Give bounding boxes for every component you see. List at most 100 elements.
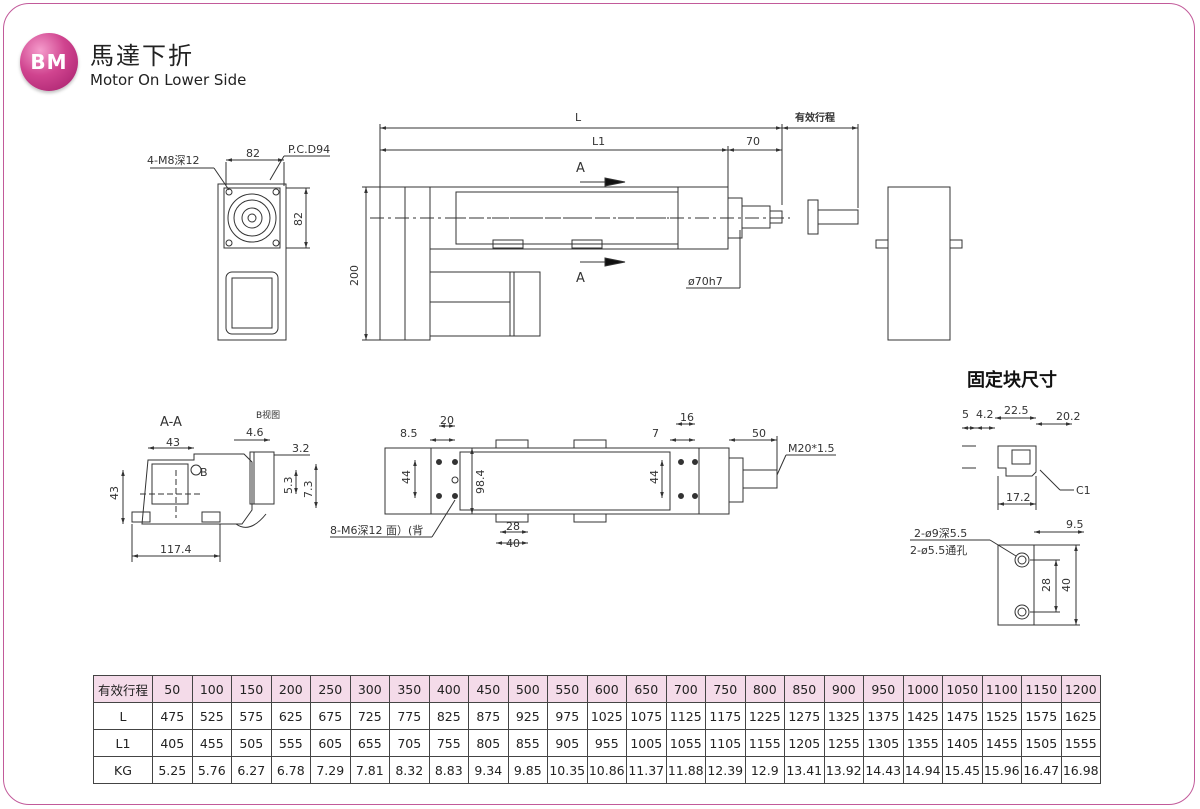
dim-7-3: 7.3 xyxy=(302,481,315,499)
table-cell: 7.29 xyxy=(310,756,351,784)
table-cell: 805 xyxy=(468,729,509,757)
stroke-cell: 1200 xyxy=(1060,675,1101,703)
stroke-cell: 1100 xyxy=(981,675,1022,703)
dim-5-3: 5.3 xyxy=(282,477,295,495)
table-cell: 1275 xyxy=(784,702,825,730)
row-label: L xyxy=(93,702,153,730)
stroke-cell: 400 xyxy=(428,675,469,703)
table-cell: 855 xyxy=(507,729,548,757)
stroke-cell: 900 xyxy=(823,675,864,703)
stroke-cell: 1150 xyxy=(1021,675,1062,703)
stroke-cell: 200 xyxy=(270,675,311,703)
table-cell: 6.78 xyxy=(270,756,311,784)
dim-7: 7 xyxy=(652,427,659,440)
table-cell: 1205 xyxy=(784,729,825,757)
dim-22-5: 22.5 xyxy=(1004,404,1029,417)
dim-17-2: 17.2 xyxy=(1006,491,1031,504)
table-cell: 1155 xyxy=(744,729,785,757)
table-cell: 8.32 xyxy=(389,756,430,784)
table-cell: 675 xyxy=(310,702,351,730)
table-cell: 725 xyxy=(349,702,390,730)
stroke-cell: 600 xyxy=(586,675,627,703)
logo-text: BM xyxy=(30,50,68,74)
table-header-label: 有效行程 xyxy=(93,675,153,703)
table-cell: 1305 xyxy=(863,729,904,757)
table-cell: 775 xyxy=(389,702,430,730)
table-cell: 1225 xyxy=(744,702,785,730)
section-mark-a-top: A xyxy=(576,161,585,176)
page-frame xyxy=(3,3,1195,805)
table-cell: 1005 xyxy=(626,729,667,757)
table-cell: 1355 xyxy=(902,729,943,757)
dim-70: 70 xyxy=(746,135,760,148)
section-aa-title: A-A xyxy=(160,415,182,430)
dim-44-left: 44 xyxy=(400,470,413,484)
table-cell: 11.37 xyxy=(626,756,667,784)
table-cell: 1375 xyxy=(863,702,904,730)
dim-l1: L1 xyxy=(592,135,605,148)
table-cell: 705 xyxy=(389,729,430,757)
table-cell: 1455 xyxy=(981,729,1022,757)
stroke-cell: 550 xyxy=(547,675,588,703)
dim-9-5: 9.5 xyxy=(1066,518,1084,531)
dim-3-2: 3.2 xyxy=(292,442,310,455)
row-label: KG xyxy=(93,756,153,784)
table-cell: 1525 xyxy=(981,702,1022,730)
stroke-label: 有效行程 xyxy=(795,111,835,124)
table-cell: 12.39 xyxy=(705,756,746,784)
dim-44-right: 44 xyxy=(648,470,661,484)
hole-label-2: 2-ø5.5通孔 xyxy=(910,544,967,557)
dim-40-top-view: 40 xyxy=(506,537,520,550)
table-cell: 1325 xyxy=(823,702,864,730)
end-view xyxy=(150,155,330,341)
dim-28-block: 28 xyxy=(1040,578,1053,592)
stroke-cell: 250 xyxy=(310,675,351,703)
dim-20-2: 20.2 xyxy=(1056,410,1081,423)
b-view-label: B视图 xyxy=(256,409,280,421)
thread-m6-label: 8-M6深12 面）(背 xyxy=(330,523,423,537)
drawing-labels: L L1 70 有效行程 A A 200 ø70h7 82 82 4-M8深12… xyxy=(108,111,1091,592)
dim-4-6: 4.6 xyxy=(246,426,264,439)
table-cell: 505 xyxy=(231,729,272,757)
stroke-cell: 1000 xyxy=(902,675,943,703)
dim-l: L xyxy=(575,111,582,124)
dim-50: 50 xyxy=(752,427,766,440)
stroke-cell: 350 xyxy=(389,675,430,703)
stroke-cell: 500 xyxy=(507,675,548,703)
table-cell: 1105 xyxy=(705,729,746,757)
table-cell: 8.83 xyxy=(428,756,469,784)
table-cell: 7.81 xyxy=(349,756,390,784)
table-cell: 5.76 xyxy=(191,756,232,784)
table-cell: 11.88 xyxy=(665,756,706,784)
table-cell: 13.41 xyxy=(784,756,825,784)
row-label: L1 xyxy=(93,729,153,757)
table-cell: 955 xyxy=(586,729,627,757)
table-cell: 1075 xyxy=(626,702,667,730)
stroke-cell: 950 xyxy=(863,675,904,703)
thread-m8-label: 4-M8深12 xyxy=(147,154,199,167)
table-cell: 975 xyxy=(547,702,588,730)
table-cell: 6.27 xyxy=(231,756,272,784)
dim-43-top: 43 xyxy=(166,436,180,449)
table-cell: 9.85 xyxy=(507,756,548,784)
dim-82-side: 82 xyxy=(292,212,305,226)
stroke-cell: 450 xyxy=(468,675,509,703)
stroke-cell: 800 xyxy=(744,675,785,703)
fixing-block-title: 固定块尺寸 xyxy=(967,370,1057,391)
table-cell: 1255 xyxy=(823,729,864,757)
page-title-cn: 馬達下折 xyxy=(90,42,194,70)
table-cell: 14.94 xyxy=(902,756,943,784)
table-cell: 625 xyxy=(270,702,311,730)
table-cell: 475 xyxy=(152,702,193,730)
rear-end-view xyxy=(875,186,963,341)
table-cell: 15.45 xyxy=(942,756,983,784)
table-cell: 13.92 xyxy=(823,756,864,784)
dim-43-side: 43 xyxy=(108,486,121,500)
table-cell: 925 xyxy=(507,702,548,730)
